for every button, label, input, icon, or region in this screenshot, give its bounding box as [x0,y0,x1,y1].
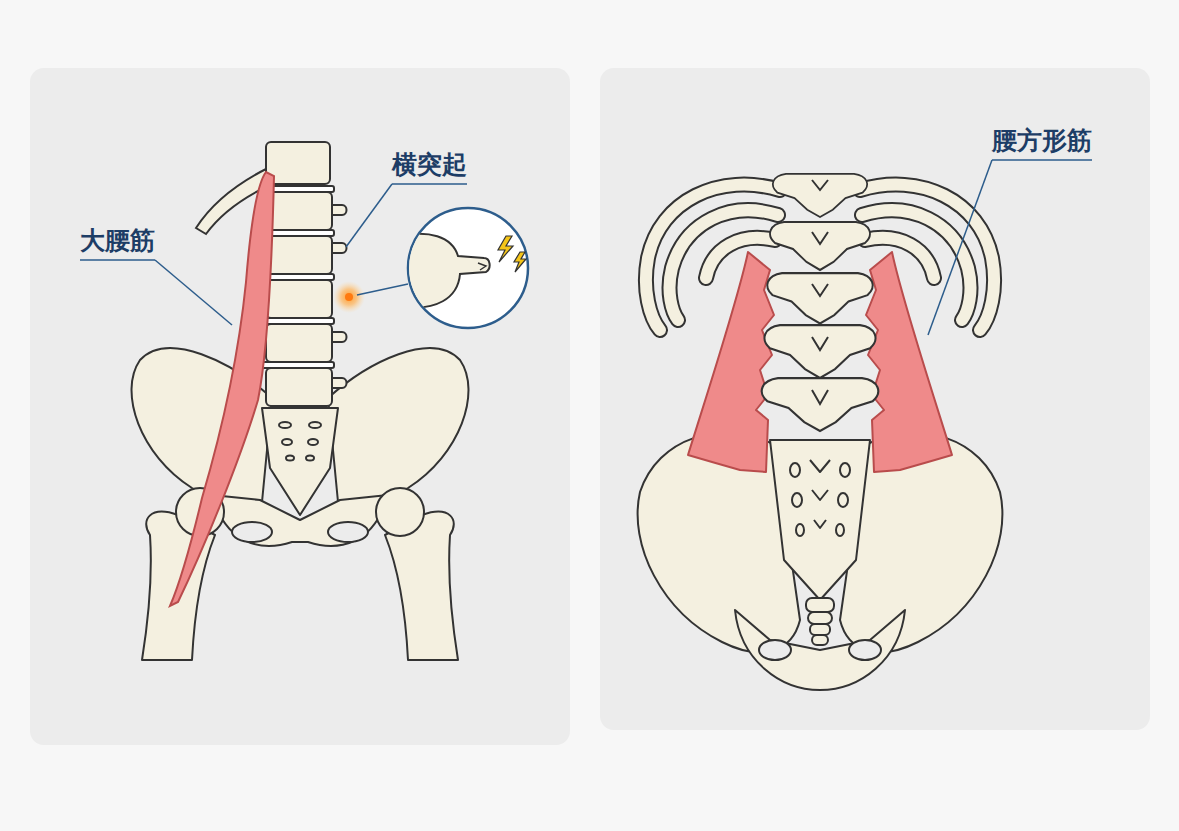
zoom-inset [400,234,490,308]
pelvis-bone [810,624,830,635]
pelvis-bone [849,640,881,660]
lumbar-spine [266,192,332,230]
pain-spot [345,293,353,301]
panel [30,68,1150,745]
leader-line [155,260,232,325]
lumbar-spine [266,236,332,274]
pelvis-bone [132,348,469,546]
zoom-inset [498,236,513,262]
lumbar-spine [332,378,347,388]
pelvis-bone [836,524,844,536]
part-label: 大腰筋 [80,226,155,256]
zoom-inset [400,208,528,328]
leader-line [357,284,408,295]
pelvis-bone [328,522,368,542]
pelvis-bone [306,456,314,461]
pelvis-bone [796,524,804,536]
pelvis-bone [792,493,802,507]
pelvis-bone [840,463,850,477]
zoom-inset [400,234,490,308]
pain-spot [333,281,365,313]
pelvis-bone [808,612,832,624]
panel [600,68,1150,730]
pelvis-bone [638,433,1003,690]
quadratus-lumborum-muscle [866,252,952,472]
label-underline [80,259,155,261]
quadratus-lumborum-muscle [688,252,774,472]
part-label: 腰方形筋 [992,126,1092,156]
psoas-muscle [170,172,274,606]
pelvis-bone [790,463,800,477]
pelvis-bone [838,493,848,507]
lumbar-spine [266,280,332,318]
lumbar-spine [332,205,347,215]
pelvis-bone [282,439,292,445]
label-underlines [80,160,1092,335]
pelvis-bone [770,440,870,600]
lumbar-spine [266,142,330,184]
pelvis-bone [759,640,791,660]
pelvis-bone [232,522,272,542]
pelvis-bone [328,348,468,506]
pain-spot [333,281,365,313]
lumbar-spine [767,273,872,323]
pelvis-bone [806,598,834,612]
pelvis-bone [308,439,318,445]
label-underline [992,159,1092,161]
lumbar-spine [332,332,347,342]
lumbar-spine [762,174,878,431]
femur-bone [376,488,424,536]
leader-line [928,160,992,335]
leader-line [357,284,408,295]
lumbar-spine [770,222,870,270]
pelvis-bone [309,422,321,428]
lumbar-spine [266,368,332,406]
pelvis-bone [735,610,905,690]
pelvis-bone [279,422,291,428]
pelvis-bone [286,456,294,461]
quadratus-lumborum-muscle [688,252,952,472]
pelvis-bone [812,635,828,645]
panel [30,68,570,745]
part-label: 横突起 [392,150,467,180]
leader-line [346,184,392,247]
pelvis-bone [810,460,830,528]
lumbar-spine [332,243,347,253]
label-underline [392,183,467,185]
zoom-inset [514,252,526,272]
zoom-inset [478,263,486,270]
psoas-muscle [170,172,274,606]
lumbar-spine [266,324,332,362]
pelvis-bone [262,408,338,515]
lumbar-spine [773,174,867,217]
lumbar-spine [812,180,828,404]
